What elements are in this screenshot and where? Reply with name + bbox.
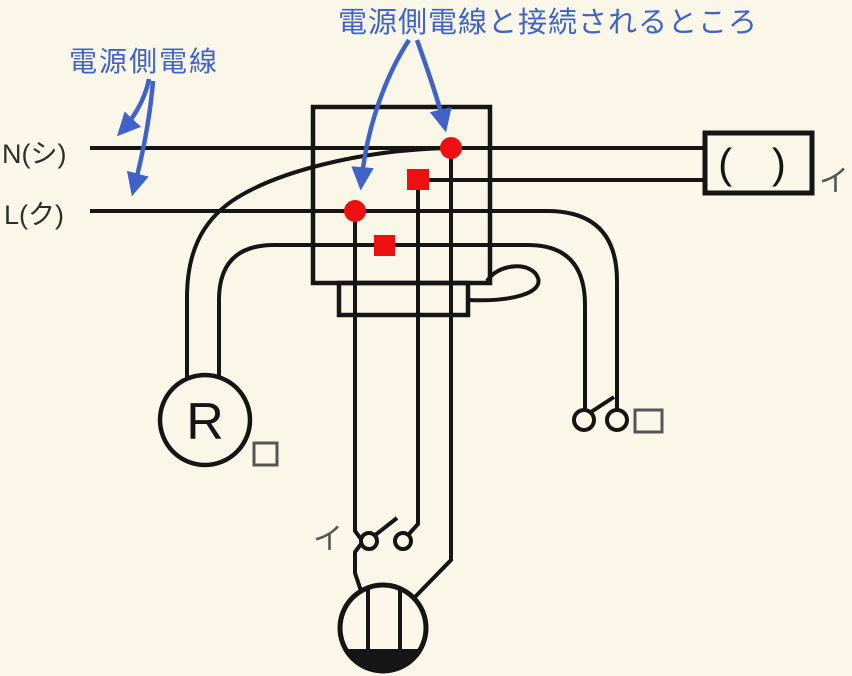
switch-right-lever — [589, 395, 616, 414]
arrow-to-live-line — [126, 80, 156, 197]
arrow-to-neutral-line — [116, 78, 152, 137]
receptacle-letter: R — [186, 393, 224, 451]
lamp-box — [702, 130, 815, 196]
live-label: L(ク) — [4, 200, 64, 230]
arrow-to-neutral-dot — [414, 39, 452, 133]
neutral-label: N(シ) — [2, 139, 66, 169]
connection-dot-live — [344, 200, 366, 222]
answer-box-switch — [633, 408, 664, 434]
junction-box — [310, 104, 493, 286]
switch-return-drop-wire — [407, 180, 420, 536]
live-wire — [90, 209, 619, 410]
arrow-to-live-dot — [351, 38, 411, 191]
ceiling-light-slots — [366, 589, 402, 650]
slack-loop-wire — [467, 264, 541, 303]
receptacle-neutral-arc-wire — [185, 146, 450, 378]
receptacle-switch-wire — [217, 243, 587, 410]
lamp-parens: ( ) — [718, 140, 800, 187]
switch-bottom-terminal-right — [393, 531, 413, 551]
switch-bottom-terminal-left — [359, 531, 379, 551]
connection-dot-neutral — [440, 137, 462, 159]
ceiling-light-base — [344, 649, 422, 672]
connection-square-receptacle — [374, 235, 395, 256]
answer-box-receptacle — [252, 441, 279, 467]
power-wire-label: 電源側電線 — [69, 46, 219, 77]
receptacle-circle — [157, 372, 253, 468]
annotation-title: 電源側電線と接続されるところ — [338, 6, 758, 39]
connection-square-lamp — [407, 169, 429, 190]
lamp-circuit-mark: イ — [819, 165, 849, 198]
switch-right-terminal-left — [572, 408, 596, 432]
neutral-drop-wire — [412, 148, 453, 600]
switch-bottom-lever — [372, 516, 399, 538]
outlet-tab — [336, 280, 471, 318]
switch-circuit-mark: イ — [313, 523, 343, 556]
switch-right-terminal-right — [605, 408, 629, 432]
live-drop-wire — [353, 211, 363, 592]
